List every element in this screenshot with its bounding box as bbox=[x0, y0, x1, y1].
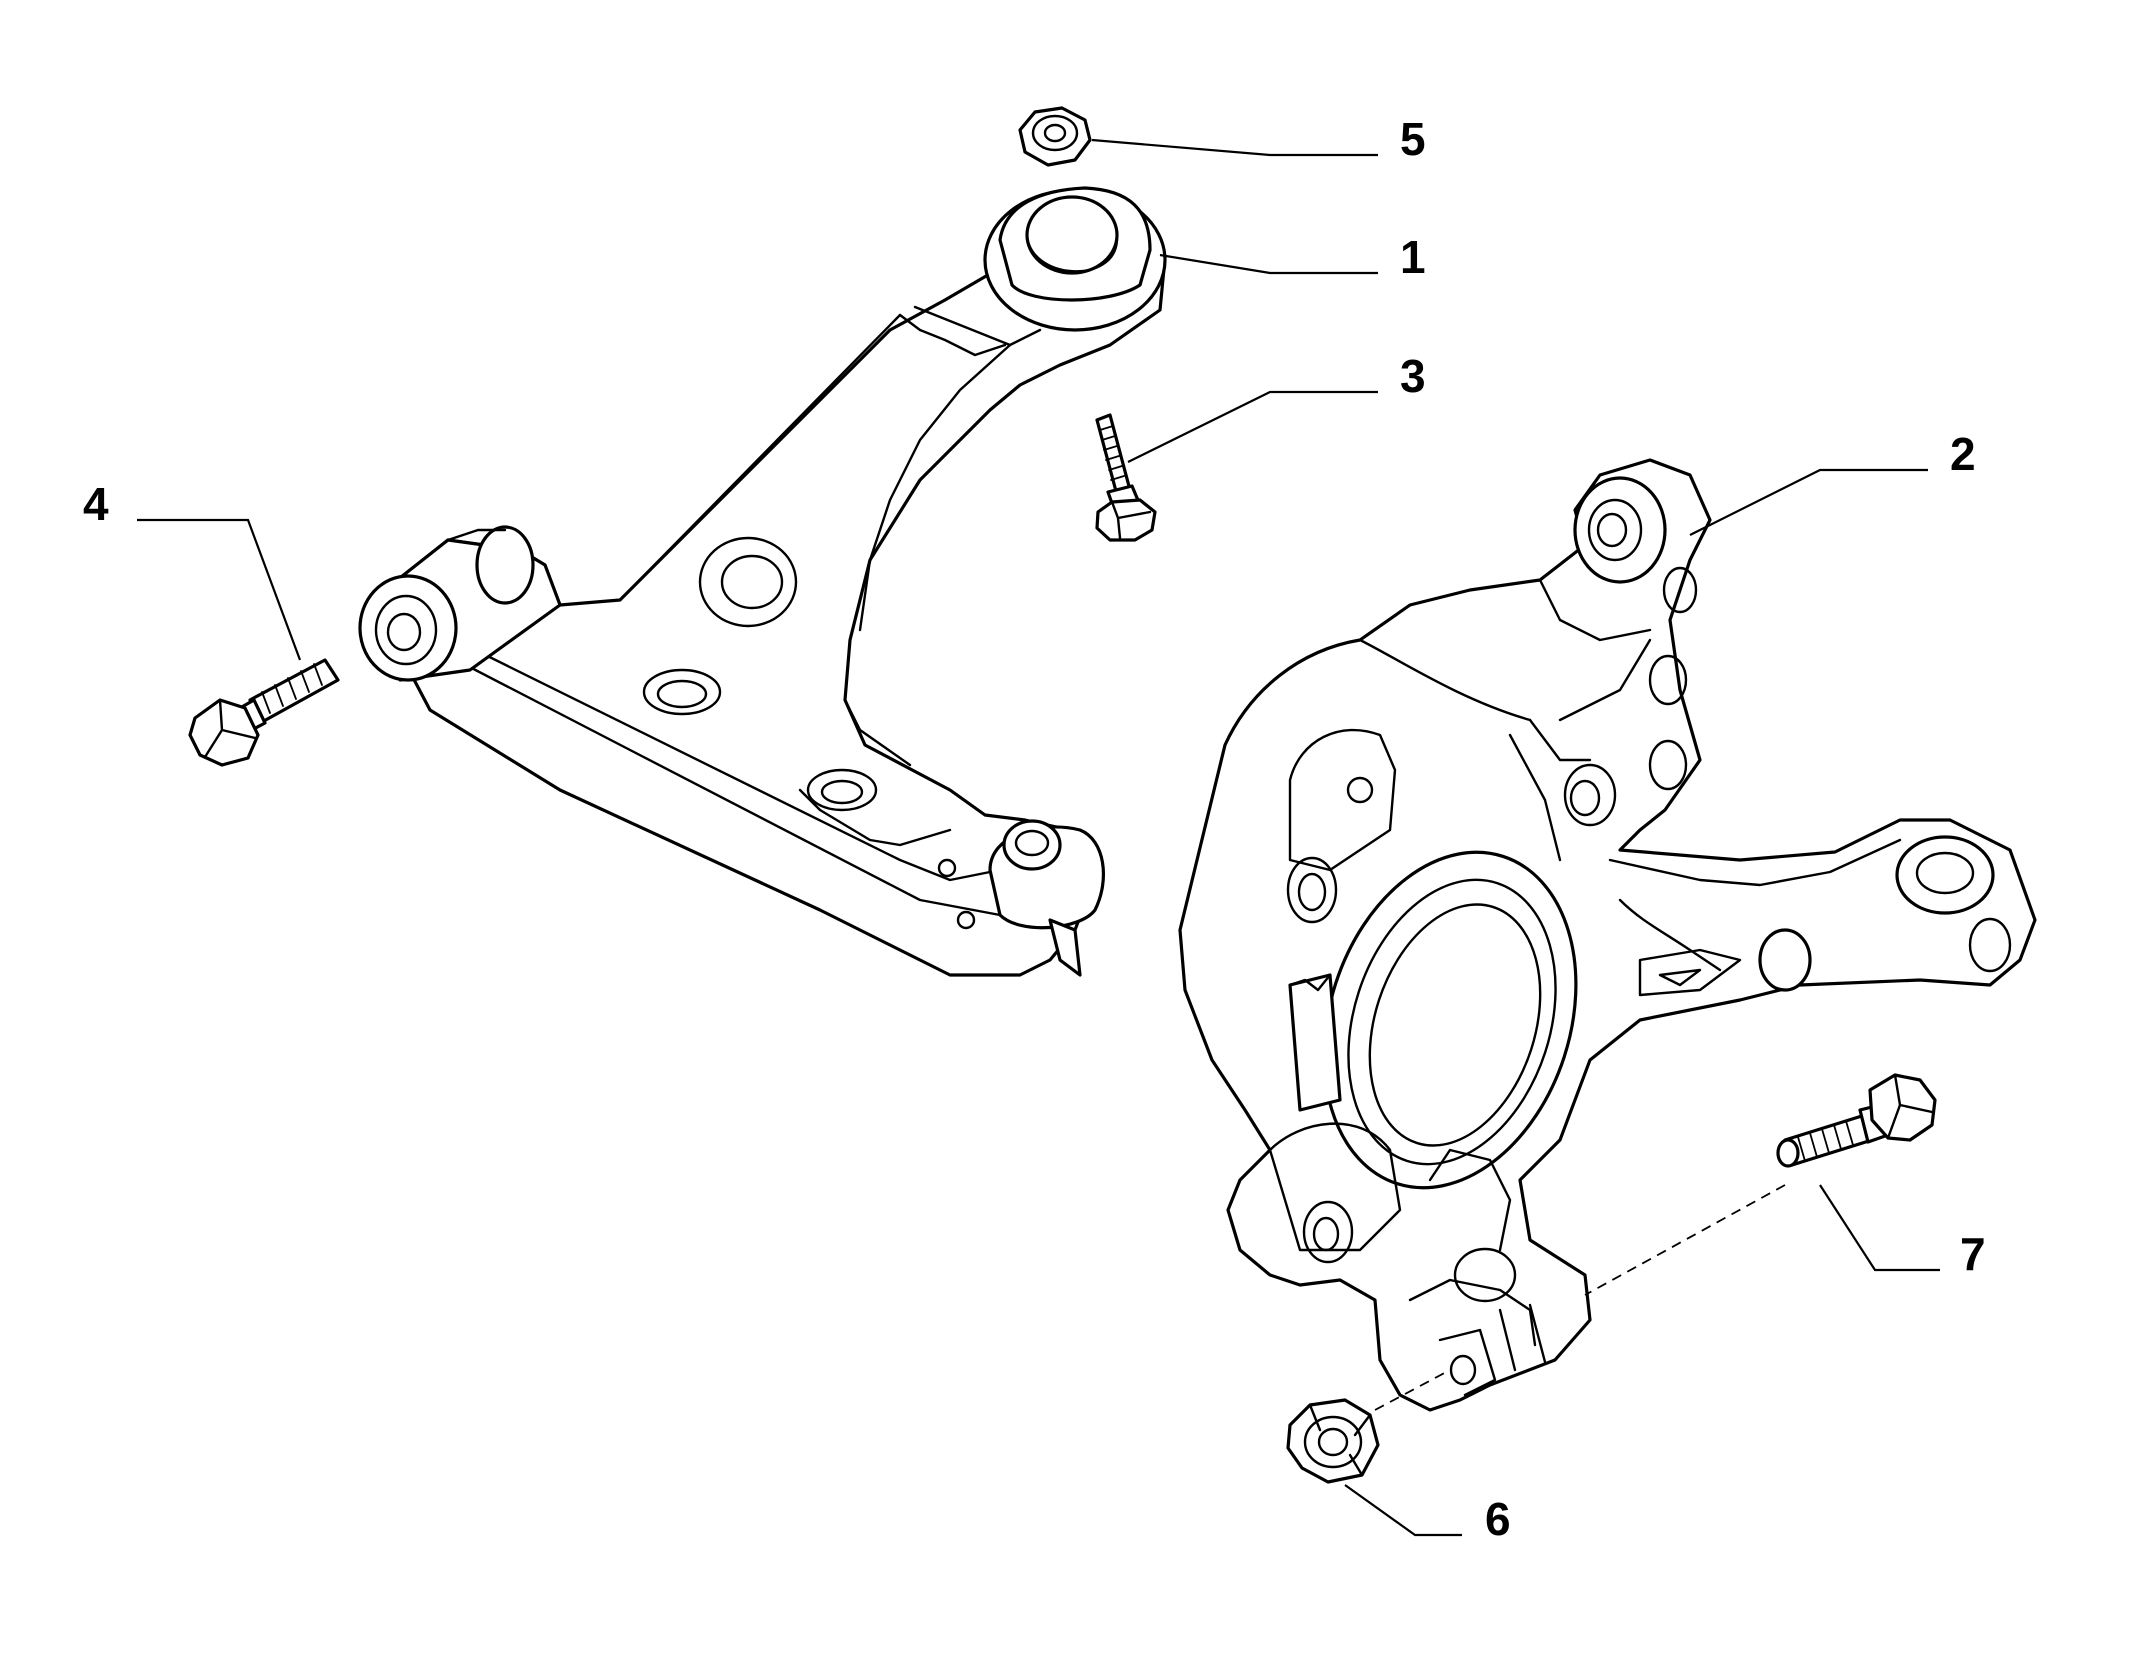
callout-4: 4 bbox=[83, 478, 109, 530]
leader-line-5 bbox=[1091, 138, 1378, 157]
callout-2: 2 bbox=[1950, 428, 1976, 480]
assembly-line-6 bbox=[1374, 1369, 1451, 1411]
assembly-line-7 bbox=[1584, 1184, 1786, 1296]
leader-line-3 bbox=[1127, 390, 1378, 463]
callout-7: 7 bbox=[1960, 1228, 1986, 1280]
callout-3: 3 bbox=[1400, 350, 1426, 402]
callout-5: 5 bbox=[1400, 113, 1426, 165]
bolt-3 bbox=[1095, 413, 1157, 542]
nut-6 bbox=[1286, 1398, 1380, 1484]
control-arm bbox=[358, 186, 1167, 977]
leader-line-4 bbox=[137, 518, 302, 661]
leader-line-7 bbox=[1819, 1184, 1940, 1272]
callout-1: 1 bbox=[1400, 231, 1426, 283]
callout-6: 6 bbox=[1485, 1493, 1511, 1545]
bolt-7 bbox=[1776, 1073, 1937, 1168]
steering-knuckle bbox=[1178, 458, 2037, 1412]
bolt-4 bbox=[188, 658, 340, 767]
leader-line-6 bbox=[1344, 1484, 1462, 1537]
leader-line-1 bbox=[1159, 253, 1378, 275]
nut-5 bbox=[1018, 106, 1092, 167]
leader-line-2 bbox=[1689, 468, 1928, 536]
